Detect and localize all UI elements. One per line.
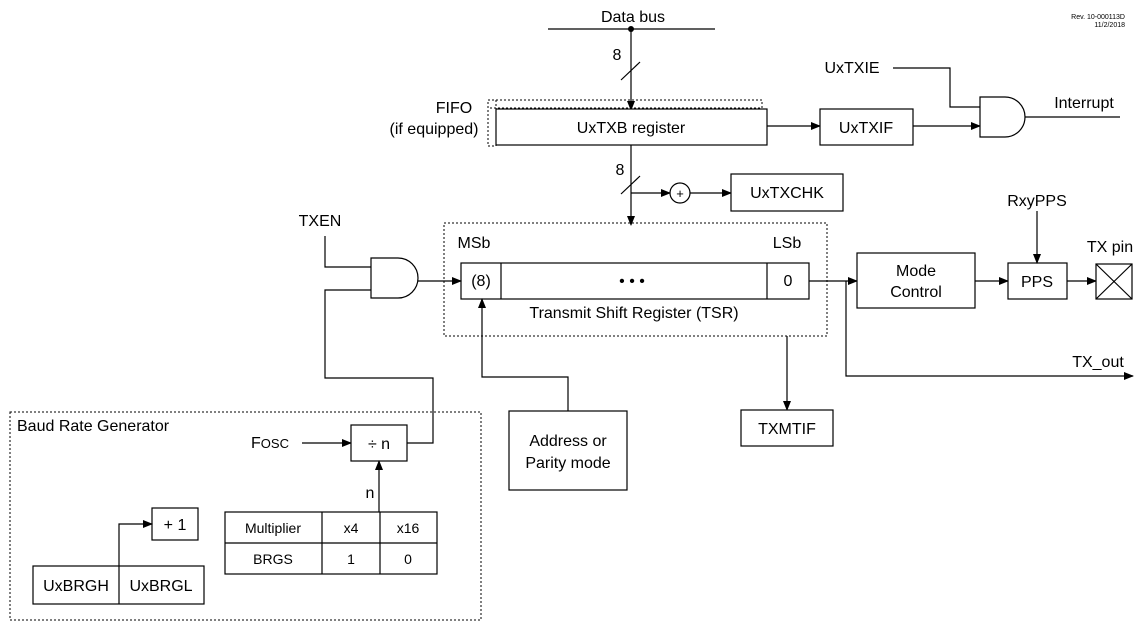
data-bus-label: Data bus	[601, 9, 665, 26]
txb-register-label: UxTXB register	[577, 120, 686, 137]
tsr-last-bit: 0	[784, 273, 793, 290]
increment-label: + 1	[164, 517, 187, 534]
tx-out-arrow	[845, 281, 1134, 380]
txen-wire	[324, 236, 371, 268]
brgs-x16-value: 0	[404, 551, 412, 567]
bus-width-slash-top	[620, 61, 641, 81]
interrupt-and-gate	[979, 96, 1026, 138]
revision-date: 11/2/2018	[1094, 22, 1125, 29]
bus-width-slash-mid	[620, 175, 641, 195]
brgs-x4-value: 1	[347, 551, 355, 567]
tx-out-label: TX_out	[1072, 354, 1124, 371]
increment-box	[151, 507, 199, 541]
address-parity-label-1: Address or	[529, 433, 607, 450]
multiplier-table: Multiplier x4 x16 BRGS 1 0	[224, 511, 438, 575]
divider-box	[350, 424, 408, 462]
interrupt-label: Interrupt	[1054, 95, 1114, 112]
tsr-register-box	[460, 262, 810, 300]
multiplier-header: Multiplier	[245, 520, 301, 536]
tsr-first-bit: (8)	[471, 273, 491, 290]
x16-header: x16	[397, 520, 420, 536]
mode-control-label-1: Mode	[896, 263, 936, 280]
parity-to-msb-arrow	[478, 298, 569, 411]
msb-label: MSb	[458, 235, 491, 252]
lsb-label: LSb	[773, 235, 802, 252]
txchk-box	[730, 173, 844, 212]
baud-rate-generator-label: Baud Rate Generator	[17, 418, 170, 435]
address-parity-box	[508, 410, 628, 491]
fifo-note: (if equipped)	[390, 121, 479, 138]
mode-control-box	[856, 252, 976, 309]
brgl-label: UxBRGL	[129, 578, 192, 595]
txie-label: UxTXIE	[824, 60, 879, 77]
address-parity-label-2: Parity mode	[525, 455, 610, 472]
txb-register-box	[495, 108, 768, 146]
tsr-dots: • • •	[619, 273, 645, 290]
x4-header: x4	[344, 520, 359, 536]
divider-label: ÷ n	[368, 436, 390, 453]
fifo-outline	[487, 99, 763, 109]
mode-control-label-2: Control	[890, 284, 942, 301]
txif-box	[819, 108, 914, 146]
txie-wire	[893, 67, 980, 108]
fosc-label: FOSC	[251, 435, 289, 452]
tx-pin-label: TX pin	[1087, 239, 1133, 256]
tsr-label: Transmit Shift Register (TSR)	[529, 305, 738, 322]
txen-and-gate	[370, 257, 419, 299]
txen-label: TXEN	[299, 213, 342, 230]
rxypps-label: RxyPPS	[1007, 193, 1067, 210]
baud-clock-wire	[324, 289, 434, 444]
fifo-label: FIFO	[436, 100, 472, 117]
n-label: n	[366, 485, 375, 502]
tx-pin-cross-2	[1095, 263, 1133, 300]
txchk-label: UxTXCHK	[750, 185, 824, 202]
txmtif-label: TXMTIF	[758, 421, 816, 438]
pps-label: PPS	[1021, 274, 1053, 291]
brgh-label: UxBRGH	[43, 578, 109, 595]
fifo-outline-left	[487, 99, 497, 147]
brg-to-increment-arrow	[118, 520, 153, 566]
brgs-row-label: BRGS	[253, 551, 293, 567]
revision-number: Rev. 10-000113D	[1071, 14, 1125, 21]
checksum-plus-label: +	[676, 186, 684, 201]
bus-width-mid-label: 8	[616, 162, 625, 179]
baud-rate-generator-outline	[9, 411, 482, 621]
txif-label: UxTXIF	[839, 120, 893, 137]
bus-width-top-label: 8	[613, 47, 622, 64]
txmtif-box	[740, 409, 834, 447]
